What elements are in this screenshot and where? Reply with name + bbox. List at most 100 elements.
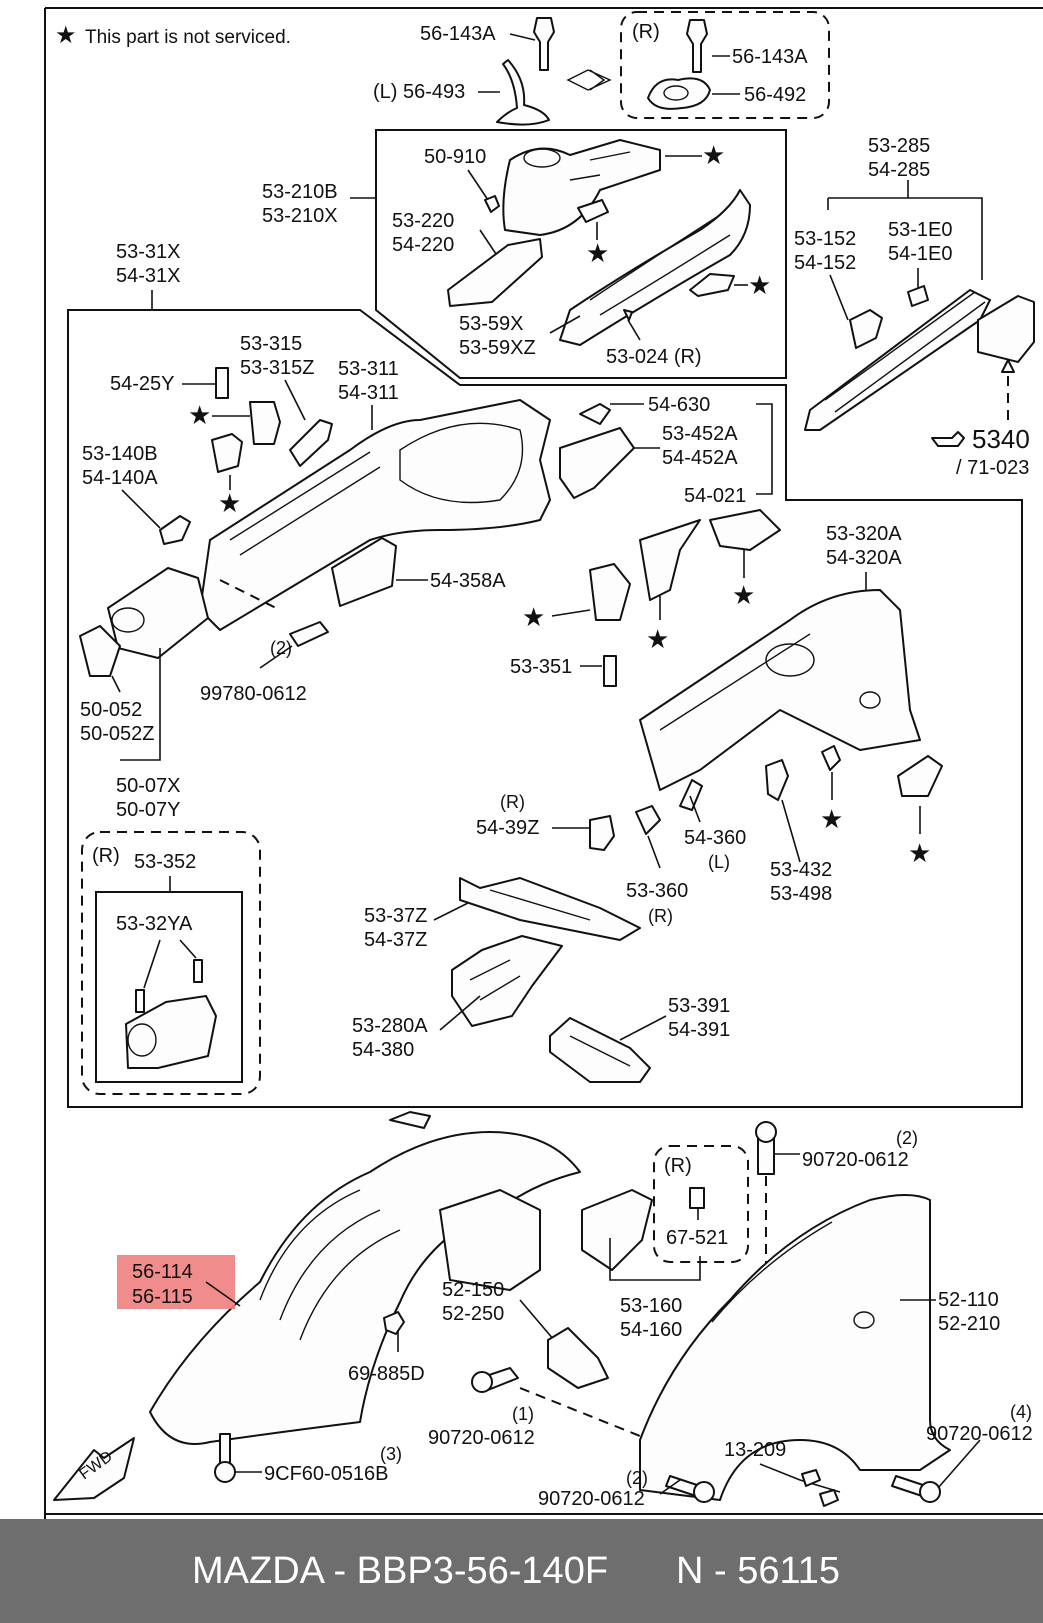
clip-50-910 [484,195,500,213]
label-53-140B: 53-140B [82,443,158,465]
bracket-53-1E0 [907,285,929,307]
label-53-1E0: 53-1E0 [888,219,953,241]
bracket-54-39Z [589,815,615,851]
strut-tower-53-210B [502,139,661,236]
apron-panel-53-320A [639,589,921,791]
strut-plate-group: 56-143A (L) 56-493 (R) 56-143A 56-492 [373,11,830,126]
legend-text: This part is not serviced. [85,27,291,48]
label-r-360: (R) [648,906,673,926]
label-71-023: / 71-023 [956,457,1029,479]
label-54-380: 54-380 [352,1039,414,1061]
label-69-885D: 69-885D [348,1363,425,1385]
label-53-220: 53-220 [392,210,454,232]
label-56-493: (L) 56-493 [373,81,465,103]
star-icon-bracket-a: ★ [586,238,609,268]
r-side-box [620,11,830,119]
pin-53-351 [603,655,617,687]
bracket-star-h [821,745,841,771]
clip-56-143A-right [686,19,708,73]
label-54-1E0: 54-1E0 [888,243,953,265]
r-inset-box [81,831,261,1095]
star-icon-c: ★ [732,580,755,610]
label-53-210B: 53-210B [262,181,338,203]
label-52-110: 52-110 [938,1289,999,1311]
label-l-360: (L) [708,852,730,872]
plate-50-052 [79,625,121,677]
bracket-53-152 [849,309,883,349]
bracket-53-391 [549,1017,651,1083]
bracket-53-360 [635,805,661,835]
label-qty-2-b: (2) [896,1128,918,1148]
label-56-115: 56-115 [132,1286,193,1308]
label-56-114: 56-114 [132,1261,193,1283]
bracket-star-g [589,563,631,621]
star-icon-e: ★ [522,602,545,632]
label-67-521: 67-521 [666,1227,728,1249]
label-54-630: 54-630 [648,394,710,416]
label-99780-0612: 99780-0612 [200,683,307,705]
label-53-498: 53-498 [770,883,832,905]
label-54-285: 54-285 [868,159,930,181]
front-side-frame-53-311 [199,399,551,631]
label-50-07X: 50-07X [116,775,181,797]
fwd-arrow-icon [53,1437,135,1501]
star-icon-f: ★ [820,804,843,834]
pin-53-024 [623,309,633,321]
footer-part-number: MAZDA - BBP3-56-140F [192,1550,609,1592]
label-54-25Y: 54-25Y [110,373,175,395]
label-53-59XZ: 53-59XZ [459,337,536,359]
label-50-07Y: 50-07Y [116,799,181,821]
label-54-021: 54-021 [684,485,746,507]
label-53-315: 53-315 [240,333,302,355]
label-56-143A-right: 56-143A [732,46,808,68]
star-icon-a: ★ [188,400,211,430]
bracket-52-150 [547,1327,609,1389]
label-5340: 5340 [972,424,1030,454]
label-54-391: 54-391 [668,1019,730,1041]
star-icon-b: ★ [218,488,241,518]
footer-bar [0,1519,1043,1623]
label-53-210X: 53-210X [262,205,338,227]
label-90720-0612-4: 90720-0612 [926,1423,1033,1445]
clip-13-209-a [801,1469,821,1487]
highlight-box [117,1255,235,1309]
label-qty-1: (1) [512,1404,534,1424]
label-53-452A: 53-452A [662,423,738,445]
label-r-39: (R) [500,792,525,812]
star-icon-g: ★ [908,838,931,868]
front-fender-52-110 [639,1194,951,1501]
plate-56-492 [647,77,711,110]
label-90720-0612-1: 90720-0612 [428,1427,535,1449]
label-53-59X: 53-59X [459,313,524,335]
label-53-315Z: 53-315Z [240,357,315,379]
part-5340 [977,295,1035,363]
hand-pointer-icon [931,431,965,447]
label-56-492: 56-492 [744,84,806,106]
bracket-star-a [577,199,609,223]
bracket-53-315 [289,419,333,467]
bracket-54-630 [579,403,611,425]
label-qty-2-a: (2) [270,638,292,658]
star-icon-d: ★ [646,624,669,654]
label-r-top: (R) [632,21,660,43]
label-56-143A-left: 56-143A [420,23,496,45]
label-54-311: 54-311 [338,382,399,404]
label-53-152: 53-152 [794,228,856,250]
frame-extension-53-352 [125,995,217,1069]
label-53-432: 53-432 [770,859,832,881]
clip-69-885D [383,1311,405,1335]
label-9CF60-0516B: 9CF60-0516B [264,1463,389,1485]
bracket-54-360 [679,779,703,811]
bracket-53-220 [447,238,543,307]
bracket-54-25Y [215,367,229,399]
bracket-star-e [709,509,781,551]
label-r-inset: (R) [92,845,120,867]
label-90720-0612-2: 90720-0612 [538,1488,645,1510]
apron-member-53-59X [559,189,751,346]
label-qty-2-c: (2) [626,1468,648,1488]
label-qty-3: (3) [380,1444,402,1464]
label-53-024: 53-024 (R) [606,346,702,368]
label-54-160: 54-160 [620,1319,682,1341]
label-53-285: 53-285 [868,135,930,157]
